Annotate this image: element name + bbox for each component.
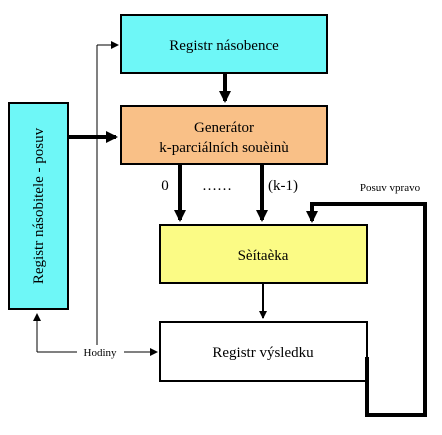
partial-product-generator-label-line2: k-parciálních souèinù <box>159 140 289 156</box>
adder-block: Sèítaèka <box>159 224 368 284</box>
result-register-box <box>159 321 368 382</box>
clock-label: Hodiny <box>84 347 118 359</box>
result-register-label: Registr výsledku <box>212 345 314 361</box>
multiplier-shift-register-label: Registr násobitele - posuv <box>31 127 47 284</box>
multiplicand-register-box <box>120 14 328 74</box>
multiplicand-register-block: Registr násobence <box>120 14 328 74</box>
multiplier-shift-register-box <box>8 102 69 310</box>
partial-product-generator-box <box>120 105 328 165</box>
adder-label: Sèítaèka <box>238 248 289 264</box>
result-register-block: Registr výsledku <box>159 321 368 382</box>
partial-product-generator-label-line1: Generátor <box>194 120 254 136</box>
multiplicand-register-label: Registr násobence <box>169 38 279 54</box>
partial-product-generator-block: Generátor k-parciálních souèinù <box>120 105 328 165</box>
partial-product-k-minus-1-label: (k-1) <box>268 178 298 194</box>
result-feedback-loop <box>306 202 427 417</box>
partial-product-dots-label: …… <box>202 178 232 194</box>
clock-network: Hodiny <box>33 41 158 359</box>
shift-right-label: Posuv vpravo <box>360 182 421 194</box>
multiplier-shift-register-block: Registr násobitele - posuv <box>8 102 69 310</box>
partial-product-0-label: 0 <box>161 178 169 194</box>
